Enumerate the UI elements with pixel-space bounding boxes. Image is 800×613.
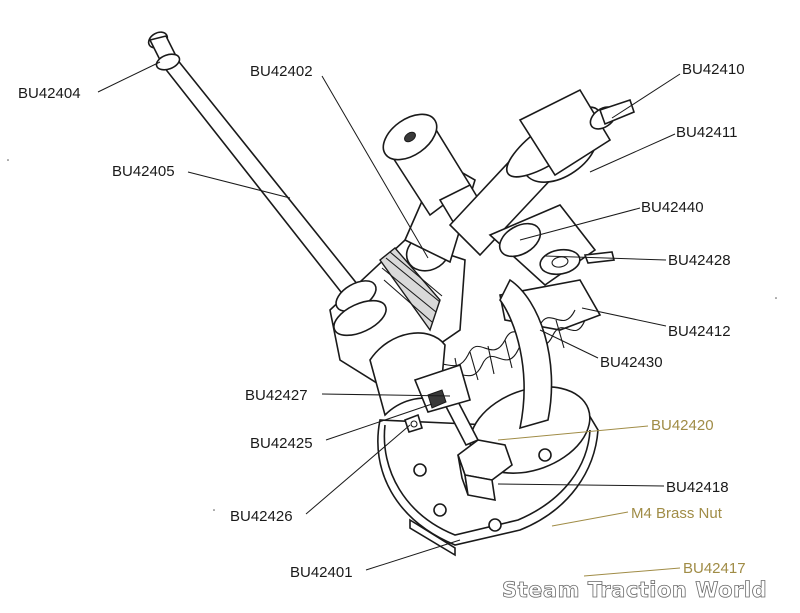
label-bu42404: BU42404 <box>18 85 81 102</box>
label-bu42440: BU42440 <box>641 199 704 216</box>
label-bu42412: BU42412 <box>668 323 731 340</box>
watermark-text: Steam Traction World <box>502 578 767 602</box>
cradle-yoke <box>369 332 471 433</box>
rod-collar <box>333 299 387 337</box>
label-bu42405: BU42405 <box>112 163 175 180</box>
label-bu42426: BU42426 <box>230 508 293 525</box>
label-bu42401: BU42401 <box>290 564 353 581</box>
label-bu42418: BU42418 <box>666 479 729 496</box>
label-bu42428: BU42428 <box>668 252 731 269</box>
label-bu42410: BU42410 <box>682 61 745 78</box>
side-plate <box>499 278 553 430</box>
label-bu42427: BU42427 <box>245 387 308 404</box>
speck <box>775 297 777 299</box>
bevel-gear <box>379 247 443 332</box>
label-bu42430: BU42430 <box>600 354 663 371</box>
part-labels: BU42404 BU42402 BU42410 BU42411 BU42405 … <box>18 61 746 581</box>
leader-lines <box>97 61 681 577</box>
label-bu42411: BU42411 <box>676 124 737 141</box>
hex-nut <box>457 439 513 501</box>
label-bu42417: BU42417 <box>683 560 746 577</box>
label-bu42402: BU42402 <box>250 63 313 80</box>
speck <box>213 509 215 511</box>
label-m4-brass-nut: M4 Brass Nut <box>631 505 723 522</box>
speck <box>7 159 9 161</box>
horizontal-arm <box>448 88 635 257</box>
label-bu42420: BU42420 <box>651 417 714 434</box>
assembly-drawing <box>147 31 635 557</box>
label-bu42425: BU42425 <box>250 435 313 452</box>
long-rod <box>147 31 372 307</box>
pivot-block <box>488 204 615 287</box>
